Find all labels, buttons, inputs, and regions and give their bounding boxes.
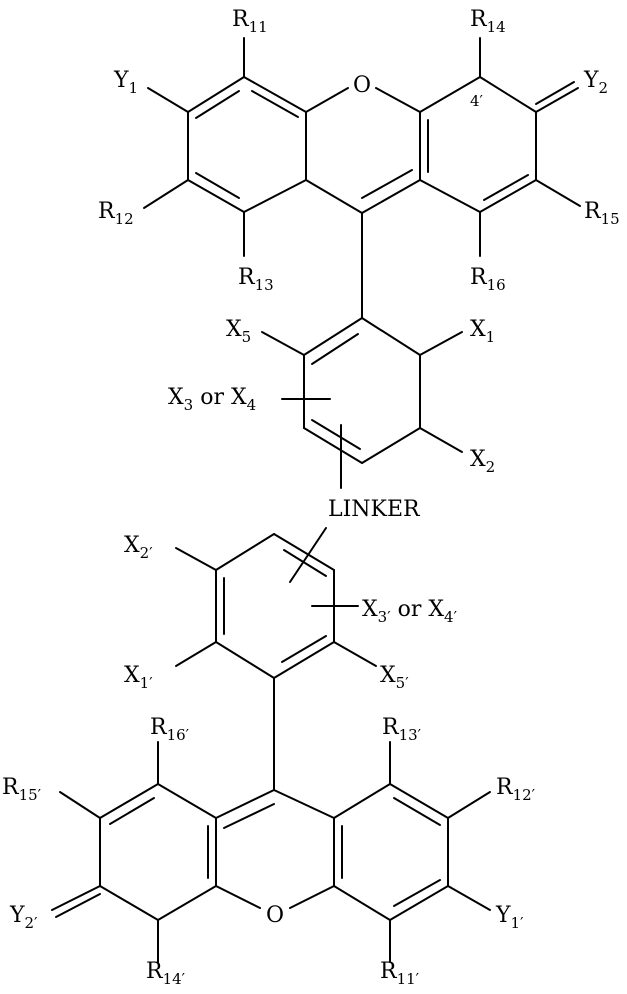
label-r12: R12 [98,199,134,228]
label-r11-prime: R11′ [380,959,420,988]
label-x3p-or-x4p: X3′ or X4′ [362,597,458,626]
upper-phenyl [262,318,462,488]
top-left-ring [188,77,306,212]
top-central-ring [306,88,420,213]
label-y2-prime: Y2′ [9,903,38,932]
bottom-substituent-bonds [52,742,490,962]
label-x2: X2 [470,447,495,476]
lower-phenyl [176,528,376,790]
linker-label: LINKER [328,497,421,522]
label-r15-prime: R15′ [2,775,42,804]
label-r11: R11 [232,7,268,36]
label-x2-prime: X2′ [124,533,153,562]
label-r14: R14 [470,7,506,36]
oxygen-atom-top: O [353,73,371,98]
label-r16: R16 [470,265,506,294]
label-x1: X1 [470,317,495,346]
label-y1: Y1 [113,68,138,97]
label-r16-prime: R16′ [150,715,190,744]
label-x5: X5 [226,317,251,346]
label-r13-prime: R13′ [382,715,422,744]
bottom-right-ring [334,784,448,920]
label-r14-prime: R14′ [146,959,186,988]
oxygen-atom-bottom: O [266,903,284,928]
label-r12-prime: R12′ [496,775,536,804]
label-r13: R13 [238,265,274,294]
label-r15: R15 [584,199,620,228]
label-y2: Y2 [583,68,608,97]
bottom-left-ring [100,784,216,920]
label-x1-prime: X1′ [124,663,153,692]
bottom-central-ring [216,790,334,908]
label-x5-prime: X5′ [380,663,409,692]
bottom-xanthene [52,742,490,962]
locant-4-prime: 4′ [470,92,484,110]
label-x3-or-x4: X3 or X4 [168,385,256,414]
label-y1-prime: Y1′ [495,903,524,932]
